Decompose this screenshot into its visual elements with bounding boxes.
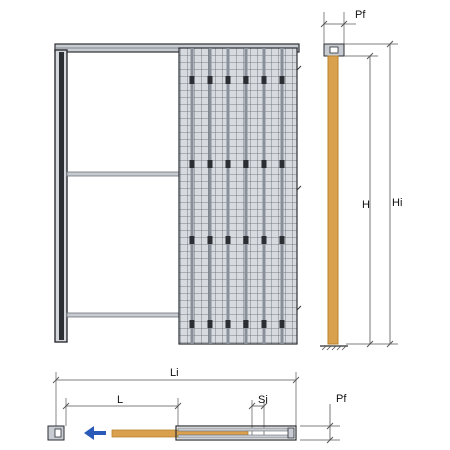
dim-label-pf-bottom: Pf xyxy=(336,393,347,405)
dim-label-l: L xyxy=(117,394,123,406)
cassette-stud xyxy=(190,48,194,344)
stud-clip xyxy=(279,320,285,328)
dim-label-h: H xyxy=(362,199,370,211)
cassette-stud xyxy=(226,48,230,344)
cassette-stud xyxy=(244,48,248,344)
cross-brace-middle xyxy=(66,171,180,177)
stud-clip xyxy=(261,160,267,168)
stud-clip xyxy=(279,236,285,244)
stud-clip xyxy=(189,160,195,168)
door-leaf-section xyxy=(327,55,339,345)
stud-clip xyxy=(207,320,213,328)
side-section: Pf H Hi xyxy=(320,9,402,351)
stud-clip xyxy=(189,236,195,244)
stud-clip xyxy=(207,76,213,84)
stud-clip xyxy=(243,236,249,244)
floor-hatch xyxy=(320,345,348,351)
front-elevation xyxy=(54,43,302,345)
dim-label-pf-top: Pf xyxy=(355,9,366,21)
stud-clip xyxy=(189,320,195,328)
pocket-cassette-plan xyxy=(175,425,297,441)
cassette-stud xyxy=(280,48,284,344)
plan-view: Li L Si Pf xyxy=(47,367,347,444)
dim-label-hi: Hi xyxy=(392,197,402,209)
stud-clip xyxy=(207,236,213,244)
mesh-pocket-cassette xyxy=(178,47,302,345)
arrow-left-icon xyxy=(84,426,106,440)
stud-clip xyxy=(225,160,231,168)
stud-clip xyxy=(189,76,195,84)
stud-clip xyxy=(279,76,285,84)
cross-brace-bottom xyxy=(66,312,180,318)
stud-clip xyxy=(279,160,285,168)
stud-clip xyxy=(207,160,213,168)
cassette-stud xyxy=(262,48,266,344)
stud-clip xyxy=(243,320,249,328)
stud-clip xyxy=(261,76,267,84)
cassette-stud xyxy=(208,48,212,344)
stud-clip xyxy=(261,236,267,244)
left-jamb-plan xyxy=(47,425,65,441)
dim-label-li: Li xyxy=(170,367,179,379)
stud-clip xyxy=(243,160,249,168)
stud-clip xyxy=(243,76,249,84)
stud-clip xyxy=(261,320,267,328)
dim-label-si: Si xyxy=(258,394,268,406)
stud-clip xyxy=(225,236,231,244)
stud-clip xyxy=(225,320,231,328)
stud-clip xyxy=(225,76,231,84)
